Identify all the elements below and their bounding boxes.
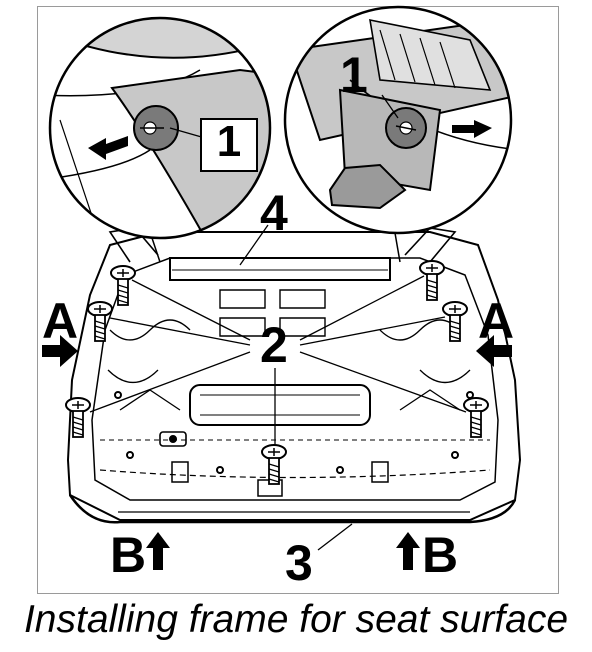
- arrow-up-icon: [396, 532, 420, 570]
- callout-detail-left: 1: [200, 118, 258, 172]
- callout-frame: 4: [260, 185, 288, 241]
- callout-detail-right: 1: [340, 47, 368, 103]
- callout-bottom-left: B: [110, 527, 147, 583]
- detail-connectors: [151, 232, 401, 263]
- arrow-left-icon: [476, 335, 512, 367]
- arrow-up-icon: [146, 532, 170, 570]
- arrow-right-icon: [42, 335, 78, 367]
- seat-frame-body: [66, 227, 522, 524]
- callout-side-right: A: [478, 293, 515, 349]
- detail-circle-left: [48, 16, 272, 240]
- leader-edge: [317, 523, 353, 551]
- callout-bottom-right: B: [422, 527, 459, 583]
- leader-frame: [239, 224, 269, 266]
- callout-edge: 3: [285, 535, 313, 591]
- seat-frame-drawing: [42, 5, 522, 570]
- screw-leader-lines: [89, 275, 467, 445]
- callout-side-left: A: [42, 293, 79, 349]
- detail-circle-right: [283, 5, 513, 235]
- callout-screws: 2: [260, 317, 288, 373]
- figure-caption: Installing frame for seat surface: [23, 598, 569, 641]
